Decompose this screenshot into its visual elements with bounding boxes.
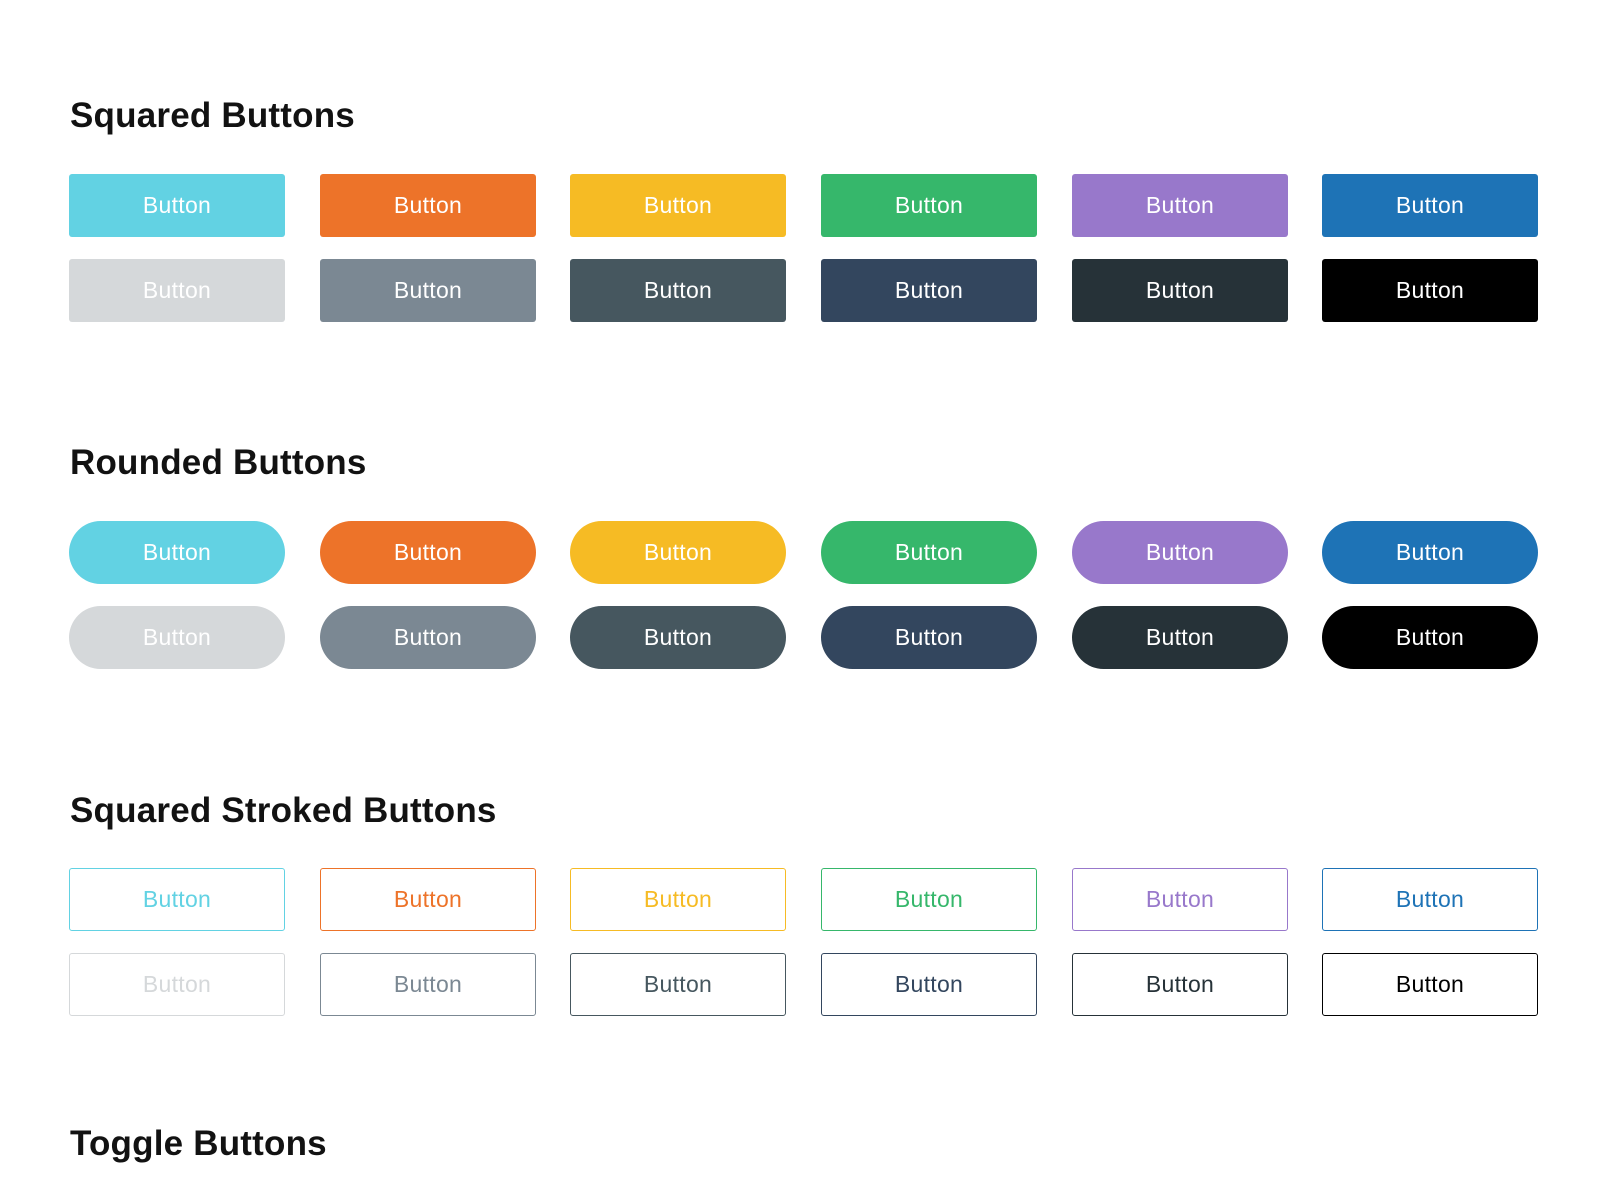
squared-button-navy[interactable]: Button: [821, 259, 1037, 322]
stroked-button-black[interactable]: Button: [1322, 953, 1538, 1016]
squared-buttons-heading: Squared Buttons: [70, 96, 355, 135]
rounded-buttons-heading: Rounded Buttons: [70, 443, 367, 482]
stroked-button-purple[interactable]: Button: [1072, 868, 1288, 931]
squared-button-blue[interactable]: Button: [1322, 174, 1538, 237]
squared-button-yellow[interactable]: Button: [570, 174, 786, 237]
stroked-button-yellow[interactable]: Button: [570, 868, 786, 931]
rounded-button-charcoal[interactable]: Button: [1072, 606, 1288, 669]
squared-button-orange[interactable]: Button: [320, 174, 536, 237]
rounded-buttons-row-2: Button Button Button Button Button Butto…: [69, 606, 1541, 669]
stroked-button-blue[interactable]: Button: [1322, 868, 1538, 931]
squared-buttons-row-2: Button Button Button Button Button Butto…: [69, 259, 1541, 322]
squared-button-gray[interactable]: Button: [320, 259, 536, 322]
rounded-button-light-gray[interactable]: Button: [69, 606, 285, 669]
rounded-button-blue[interactable]: Button: [1322, 521, 1538, 584]
rounded-button-black[interactable]: Button: [1322, 606, 1538, 669]
stroked-button-cyan[interactable]: Button: [69, 868, 285, 931]
toggle-buttons-heading: Toggle Buttons: [70, 1124, 327, 1163]
rounded-button-cyan[interactable]: Button: [69, 521, 285, 584]
squared-buttons-row-1: Button Button Button Button Button Butto…: [69, 174, 1541, 237]
stroked-button-gray[interactable]: Button: [320, 953, 536, 1016]
squared-button-black[interactable]: Button: [1322, 259, 1538, 322]
squared-stroked-buttons-heading: Squared Stroked Buttons: [70, 791, 497, 830]
squared-button-light-gray[interactable]: Button: [69, 259, 285, 322]
stroked-button-slate[interactable]: Button: [570, 953, 786, 1016]
stroked-button-orange[interactable]: Button: [320, 868, 536, 931]
squared-button-green[interactable]: Button: [821, 174, 1037, 237]
squared-button-cyan[interactable]: Button: [69, 174, 285, 237]
squared-button-charcoal[interactable]: Button: [1072, 259, 1288, 322]
rounded-button-slate[interactable]: Button: [570, 606, 786, 669]
stroked-button-charcoal[interactable]: Button: [1072, 953, 1288, 1016]
rounded-button-gray[interactable]: Button: [320, 606, 536, 669]
stroked-button-light-gray[interactable]: Button: [69, 953, 285, 1016]
rounded-button-orange[interactable]: Button: [320, 521, 536, 584]
stroked-buttons-row-1: Button Button Button Button Button Butto…: [69, 868, 1541, 931]
rounded-button-navy[interactable]: Button: [821, 606, 1037, 669]
rounded-button-green[interactable]: Button: [821, 521, 1037, 584]
stroked-button-navy[interactable]: Button: [821, 953, 1037, 1016]
rounded-buttons-row-1: Button Button Button Button Button Butto…: [69, 521, 1541, 584]
squared-button-slate[interactable]: Button: [570, 259, 786, 322]
stroked-buttons-row-2: Button Button Button Button Button Butto…: [69, 953, 1541, 1016]
rounded-button-purple[interactable]: Button: [1072, 521, 1288, 584]
squared-button-purple[interactable]: Button: [1072, 174, 1288, 237]
stroked-button-green[interactable]: Button: [821, 868, 1037, 931]
rounded-button-yellow[interactable]: Button: [570, 521, 786, 584]
